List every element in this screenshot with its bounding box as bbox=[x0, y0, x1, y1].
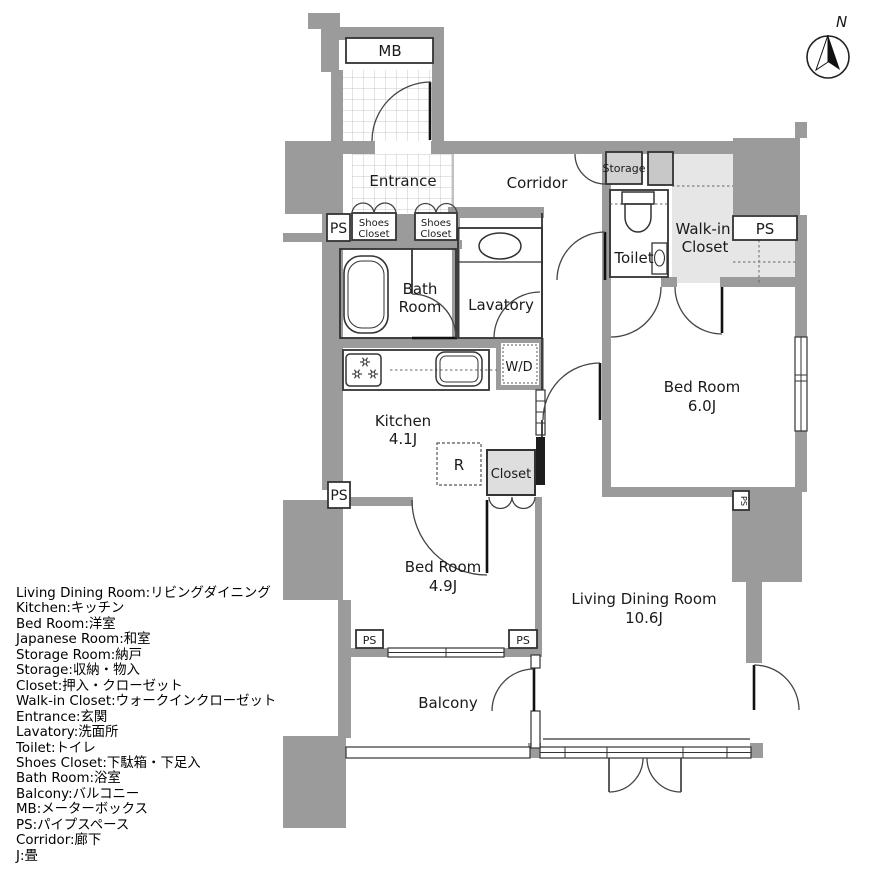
label-ps-right: PS bbox=[756, 220, 775, 238]
label-kitchen: Kitchen bbox=[375, 412, 431, 430]
label-shoes-right-2: Closet bbox=[420, 229, 451, 240]
compass-needle-light bbox=[815, 34, 829, 72]
legend-line: Lavatory:洗面所 bbox=[16, 725, 119, 741]
label-balcony: Balcony bbox=[418, 694, 478, 712]
legend-line: J:畳 bbox=[16, 848, 38, 864]
label-ps-entrance: PS bbox=[330, 221, 347, 237]
label-mb: MB bbox=[378, 42, 401, 60]
label-bed6-size: 6.0J bbox=[688, 397, 716, 415]
label-corridor: Corridor bbox=[507, 174, 569, 192]
walk-in-closet-area bbox=[672, 152, 733, 283]
lavatory-outline bbox=[457, 227, 543, 339]
label-ps-bed6: PS bbox=[739, 496, 748, 506]
wash-basin bbox=[478, 232, 522, 260]
label-walk-in-closet-2: Closet bbox=[682, 238, 729, 256]
legend-line: Bath Room:浴室 bbox=[16, 771, 121, 787]
legend-line: Corridor:廊下 bbox=[16, 833, 102, 849]
utility-box bbox=[647, 151, 674, 186]
entrance-tiles bbox=[352, 154, 453, 213]
windows bbox=[345, 336, 808, 759]
stove bbox=[345, 353, 382, 387]
label-refrigerator: R bbox=[454, 456, 464, 474]
storage-box bbox=[605, 151, 643, 185]
entry-porch-tiles bbox=[343, 70, 432, 141]
label-walk-in-closet-1: Walk-in bbox=[675, 220, 730, 238]
legend-line: Entrance:玄関 bbox=[16, 709, 108, 725]
label-lavatory: Lavatory bbox=[468, 296, 534, 314]
legend-line: Toilet:トイレ bbox=[16, 740, 96, 756]
legend-line: Shoes Closet:下駄箱・下足入 bbox=[16, 755, 201, 771]
legend-line: Walk-in Closet:ウォークインクローゼット bbox=[16, 694, 277, 710]
legend-line: Living Dining Room:リビングダイニング bbox=[16, 586, 271, 601]
label-ldk: Living Dining Room bbox=[571, 590, 716, 608]
compass: N bbox=[806, 13, 850, 79]
legend-line: Bed Room:洋室 bbox=[16, 616, 116, 632]
legend-line: Closet:押入・クローゼット bbox=[16, 678, 183, 694]
ps-box-kitchen bbox=[327, 481, 351, 509]
room-labels: MB Entrance Corridor Storage Toilet Walk… bbox=[330, 42, 774, 712]
legend-line: Storage:収納・物入 bbox=[16, 663, 140, 679]
ps-box-bed49-right bbox=[508, 629, 538, 649]
mb-box bbox=[345, 37, 434, 64]
toilet-tank bbox=[621, 191, 655, 205]
compass-needle-dark bbox=[828, 35, 840, 70]
boxes bbox=[326, 37, 798, 649]
refrigerator-box bbox=[436, 442, 482, 486]
ps-box-entrance bbox=[326, 213, 351, 242]
label-ldk-size: 10.6J bbox=[625, 609, 663, 627]
ps-box-bed49-left bbox=[355, 629, 384, 649]
bath-room-outline bbox=[339, 248, 457, 339]
label-bath-1: Bath bbox=[403, 280, 438, 298]
legend-line: Kitchen:キッチン bbox=[16, 601, 125, 617]
label-storage: Storage bbox=[602, 162, 645, 175]
doors bbox=[351, 81, 800, 793]
label-shoes-right-1: Shoes bbox=[421, 218, 451, 229]
legend-line: PS:パイプスペース bbox=[16, 817, 130, 833]
label-shoes-left-2: Closet bbox=[358, 229, 389, 240]
stove-burners bbox=[352, 357, 378, 379]
sliding-panel bbox=[536, 437, 545, 485]
label-toilet: Toilet bbox=[613, 249, 653, 267]
label-ps-bed49-right: PS bbox=[516, 634, 530, 647]
wd-box bbox=[501, 343, 539, 385]
label-kitchen-size: 4.1J bbox=[389, 430, 417, 448]
label-bath-2: Room bbox=[399, 298, 442, 316]
label-shoes-left-1: Shoes bbox=[359, 218, 389, 229]
entry-door-arc bbox=[371, 81, 432, 142]
balcony-railing bbox=[345, 746, 531, 759]
toilet-sink bbox=[651, 242, 668, 275]
toilet-bowl bbox=[624, 203, 652, 233]
legend-line: Balcony:バルコニー bbox=[16, 786, 140, 802]
ps-box-bed6 bbox=[732, 490, 750, 511]
label-bed6: Bed Room bbox=[664, 378, 741, 396]
label-ps-bed49-left: PS bbox=[363, 634, 377, 647]
label-wd: W/D bbox=[505, 360, 532, 375]
legend-line: Japanese Room:和室 bbox=[16, 632, 151, 648]
fixtures bbox=[339, 185, 797, 391]
closet-box bbox=[486, 449, 536, 496]
label-ps-kitchen: PS bbox=[330, 488, 347, 504]
kitchen-sink bbox=[435, 351, 483, 387]
toilet-room-outline bbox=[609, 189, 669, 278]
bathtub bbox=[343, 255, 389, 334]
label-entrance: Entrance bbox=[369, 172, 436, 190]
label-closet: Closet bbox=[491, 467, 532, 482]
label-bed49-size: 4.9J bbox=[429, 577, 457, 595]
room-fills bbox=[343, 70, 797, 283]
legend-line: Storage Room:納戸 bbox=[16, 647, 143, 663]
label-bed49: Bed Room bbox=[405, 558, 482, 576]
ps-box-right bbox=[732, 215, 798, 241]
legend-line: MB:メーターボックス bbox=[16, 802, 148, 818]
compass-north-label: N bbox=[836, 13, 847, 31]
